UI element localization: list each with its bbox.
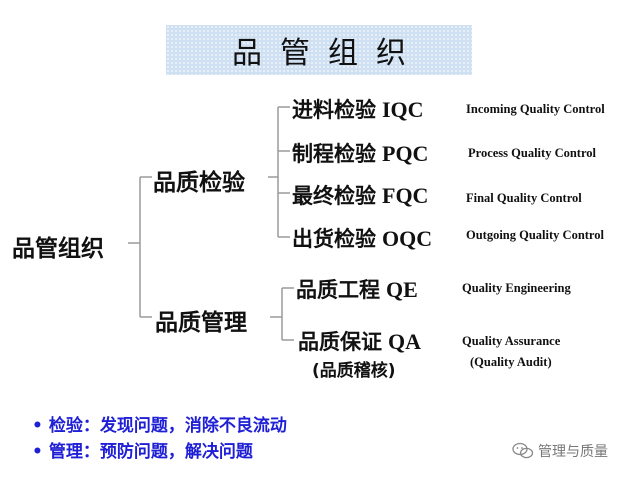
node-oqc-cn: 出货检验 — [292, 227, 376, 251]
node-fqc-en: Final Quality Control — [466, 191, 582, 205]
node-oqc-code: OQC — [382, 226, 433, 251]
node-qa-sub-en: (Quality Audit) — [470, 355, 552, 369]
bullet-management: •管理：预防问题，解决问题 — [32, 437, 253, 462]
node-pqc-code: PQC — [382, 141, 429, 166]
node-iqc-cn: 进料检验 — [292, 98, 376, 122]
bullet-dot: • — [32, 442, 43, 462]
title-banner: 品管组织 — [166, 25, 472, 75]
node-pqc-cn: 制程检验 — [292, 142, 376, 166]
node-qe-en: Quality Engineering — [462, 281, 571, 295]
branch-management: 品质管理 — [155, 310, 247, 336]
node-iqc-en: Incoming Quality Control — [466, 102, 605, 116]
node-qa-sub-cn: (品质稽核) — [312, 361, 396, 381]
watermark: 管理与质量 — [512, 441, 608, 461]
node-qa-cn: 品质保证 — [298, 330, 382, 354]
root-node: 品管组织 — [12, 236, 104, 262]
node-fqc-code: FQC — [382, 183, 429, 208]
node-iqc-code: IQC — [382, 97, 424, 122]
node-qa-code: QA — [388, 329, 421, 354]
bullet-inspection-text: 检验：发现问题，消除不良流动 — [48, 416, 287, 436]
node-qe-code: QE — [386, 277, 418, 302]
watermark-text: 管理与质量 — [538, 444, 608, 460]
node-qe-cn: 品质工程 — [296, 278, 380, 302]
node-pqc-en: Process Quality Control — [468, 146, 597, 160]
page-title: 品管组织 — [232, 36, 424, 71]
node-oqc-en: Outgoing Quality Control — [466, 228, 604, 242]
node-fqc-cn: 最终检验 — [292, 184, 376, 208]
branch-inspection: 品质检验 — [153, 170, 245, 196]
bullet-management-text: 管理：预防问题，解决问题 — [48, 442, 253, 462]
node-qa-en: Quality Assurance — [462, 334, 561, 348]
bullet-dot: • — [32, 416, 43, 436]
chat-bubble-icon — [512, 442, 534, 459]
bullet-inspection: •检验：发现问题，消除不良流动 — [32, 411, 287, 436]
